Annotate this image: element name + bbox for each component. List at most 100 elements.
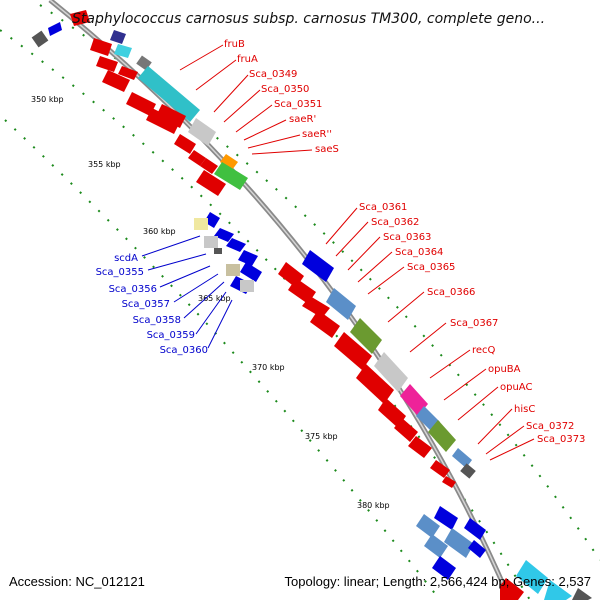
gene-label[interactable]: hisC	[514, 404, 535, 415]
gene-feature[interactable]	[226, 238, 246, 252]
gene-feature[interactable]	[70, 10, 90, 26]
gene-label[interactable]: scdA	[114, 253, 138, 264]
gene-label[interactable]: Sca_0362	[371, 217, 419, 228]
gene-feature[interactable]	[110, 30, 126, 44]
gene-feature[interactable]	[434, 506, 458, 530]
gene-feature[interactable]	[102, 70, 130, 92]
gene-feature[interactable]	[114, 44, 132, 58]
gene-feature[interactable]	[428, 420, 456, 452]
gene-label[interactable]: recQ	[472, 345, 496, 356]
gene-feature[interactable]	[240, 280, 254, 292]
gene-feature[interactable]	[516, 560, 548, 594]
gene-label[interactable]: Sca_0359	[147, 330, 195, 341]
gene-feature[interactable]	[240, 262, 262, 282]
gene-feature[interactable]	[138, 66, 200, 122]
label-leader	[325, 207, 358, 245]
gene-feature[interactable]	[394, 418, 418, 442]
label-leader	[247, 134, 301, 149]
gene-label[interactable]: Sca_0361	[359, 202, 407, 213]
gene-feature[interactable]	[430, 460, 450, 478]
gene-label[interactable]: Sca_0356	[109, 284, 157, 295]
gene-label[interactable]: Sca_0350	[261, 84, 309, 95]
gene-label[interactable]: Sca_0367	[450, 318, 498, 329]
gene-feature[interactable]	[442, 476, 456, 488]
gene-feature[interactable]	[350, 318, 382, 354]
gene-label[interactable]: saeS	[315, 144, 339, 155]
gene-label[interactable]: Sca_0365	[407, 262, 455, 273]
gene-feature[interactable]	[118, 66, 138, 80]
label-leader	[335, 221, 369, 257]
label-leaders-reverse	[141, 235, 233, 349]
gene-feature[interactable]	[416, 514, 440, 538]
gene-feature[interactable]	[220, 154, 238, 170]
gene-label[interactable]: fruB	[224, 39, 245, 50]
gene-label[interactable]: fruA	[237, 54, 258, 65]
gene-label[interactable]: Sca_0357	[122, 299, 170, 310]
gene-label[interactable]: Sca_0372	[526, 421, 574, 432]
gene-feature[interactable]	[444, 528, 474, 558]
gene-feature[interactable]	[326, 288, 356, 320]
gene-feature[interactable]	[204, 236, 218, 248]
gene-feature[interactable]	[31, 30, 49, 48]
label-leader	[243, 119, 287, 141]
gene-label[interactable]: Sca_0360	[160, 345, 208, 356]
gene-feature[interactable]	[214, 248, 222, 254]
label-leader	[179, 44, 224, 71]
gene-feature[interactable]	[196, 170, 226, 196]
gene-feature[interactable]	[572, 588, 592, 600]
gene-label[interactable]: Sca_0364	[395, 247, 443, 258]
gene-features-lower[interactable]	[278, 250, 476, 488]
gene-feature[interactable]	[500, 578, 524, 600]
label-leader	[429, 349, 471, 379]
gene-label[interactable]: Sca_0351	[274, 99, 322, 110]
gene-feature[interactable]	[302, 296, 330, 318]
gene-feature[interactable]	[452, 448, 472, 468]
gene-feature[interactable]	[214, 228, 234, 242]
gene-feature[interactable]	[334, 332, 372, 370]
gene-feature[interactable]	[96, 56, 118, 72]
gene-feature[interactable]	[468, 540, 486, 558]
gene-feature[interactable]	[356, 364, 394, 404]
gene-label[interactable]: opuBA	[488, 364, 521, 375]
gene-label[interactable]: Sca_0349	[249, 69, 297, 80]
gene-feature[interactable]	[432, 556, 456, 580]
gene-features-upper[interactable]	[31, 10, 248, 196]
gene-label[interactable]: Sca_0358	[133, 315, 181, 326]
gene-feature[interactable]	[310, 310, 340, 338]
gene-label[interactable]: saeR'	[289, 114, 316, 125]
gene-feature[interactable]	[464, 518, 486, 540]
gene-feature[interactable]	[226, 264, 240, 276]
tick-label: 375 kbp	[305, 432, 338, 441]
gene-label[interactable]: opuAC	[500, 382, 532, 393]
gene-label[interactable]: saeR''	[302, 129, 332, 140]
gene-feature[interactable]	[214, 162, 248, 190]
gene-feature[interactable]	[90, 38, 112, 56]
gene-feature[interactable]	[188, 150, 206, 166]
gene-feature[interactable]	[126, 92, 156, 116]
gene-features-reverse[interactable]	[194, 212, 262, 294]
gene-feature[interactable]	[156, 104, 186, 128]
gene-label[interactable]: Sca_0355	[96, 267, 144, 278]
gene-feature[interactable]	[374, 352, 408, 392]
label-leader	[367, 266, 405, 295]
gene-features-bottom[interactable]	[416, 506, 592, 600]
gene-feature[interactable]	[238, 250, 258, 266]
gene-label[interactable]: Sca_0373	[537, 434, 585, 445]
gene-feature[interactable]	[194, 218, 208, 230]
gene-feature[interactable]	[408, 436, 432, 458]
label-leader	[251, 149, 313, 155]
gene-label[interactable]: Sca_0366	[427, 287, 475, 298]
gene-feature[interactable]	[200, 158, 218, 174]
gene-feature[interactable]	[400, 384, 428, 416]
gene-feature[interactable]	[146, 108, 180, 134]
gene-feature[interactable]	[460, 463, 476, 479]
gene-feature[interactable]	[544, 580, 572, 600]
gene-feature[interactable]	[188, 118, 216, 146]
gene-feature[interactable]	[378, 398, 406, 428]
gene-feature[interactable]	[48, 22, 62, 36]
gene-feature[interactable]	[174, 134, 196, 154]
gene-label[interactable]: Sca_0363	[383, 232, 431, 243]
gene-feature[interactable]	[302, 250, 334, 282]
gene-feature[interactable]	[424, 534, 448, 558]
